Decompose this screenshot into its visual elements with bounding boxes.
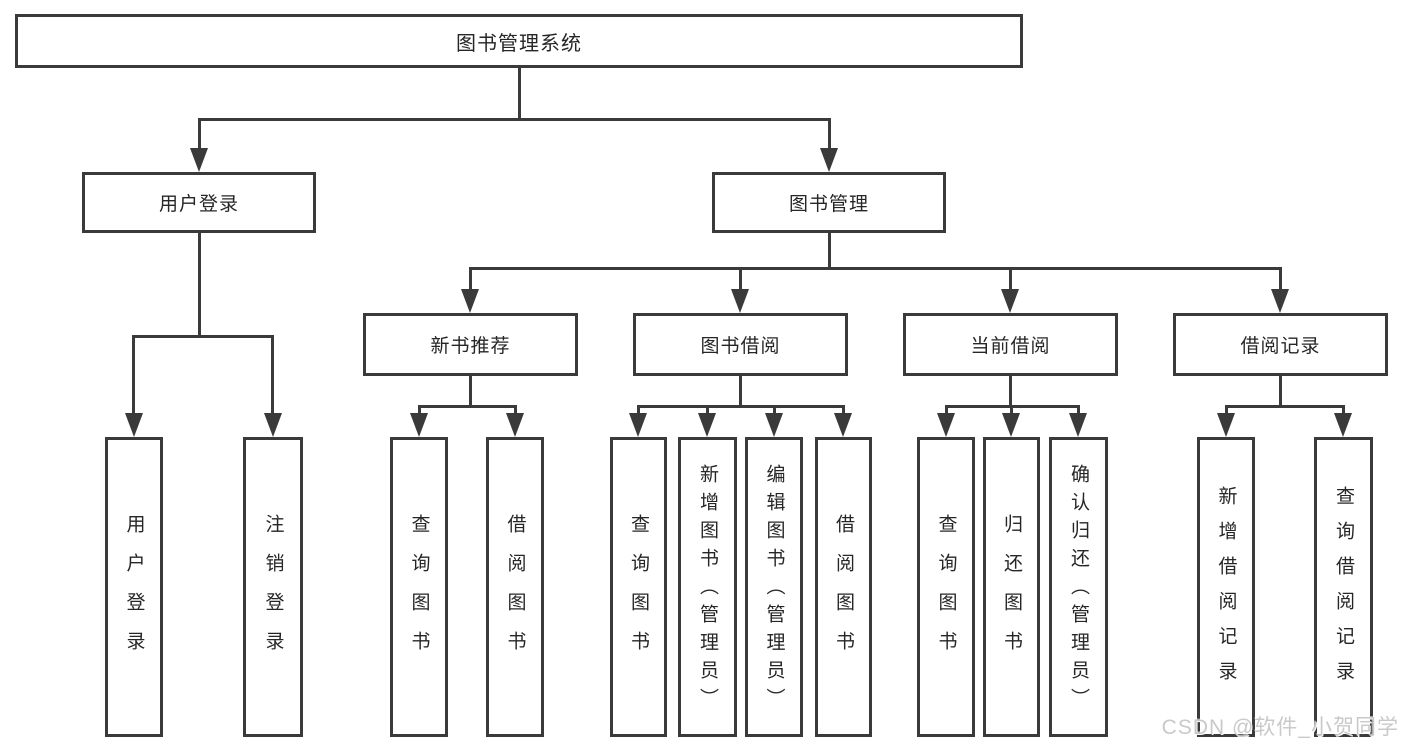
leaf-logout: 注销登录 — [243, 437, 303, 737]
node-library-management-system: 图书管理系统 — [15, 14, 1023, 68]
connector-line — [198, 118, 201, 154]
connector-line — [739, 376, 742, 408]
leaf-query-books-borrow: 查询图书 — [610, 437, 667, 737]
connector-line — [418, 405, 421, 419]
connector-line — [1279, 267, 1282, 293]
node-label: 图书管理系统 — [456, 32, 582, 55]
leaf-label: 新增图书（管理员） — [697, 463, 718, 716]
connector-line — [739, 267, 742, 293]
arrowhead-down-icon — [1334, 413, 1352, 437]
arrowhead-down-icon — [629, 413, 647, 437]
arrowhead-down-icon — [834, 413, 852, 437]
connector-line — [842, 405, 845, 419]
leaf-label: 查询借阅记录 — [1333, 486, 1354, 696]
connector-line — [828, 118, 831, 154]
connector-line — [1279, 376, 1282, 408]
arrowhead-down-icon — [731, 289, 749, 313]
arrowhead-down-icon — [1217, 413, 1235, 437]
arrowhead-down-icon — [506, 413, 524, 437]
leaf-label: 新增借阅记录 — [1215, 486, 1237, 696]
leaf-label: 借阅图书 — [504, 514, 526, 670]
leaf-add-borrow-record: 新增借阅记录 — [1197, 437, 1255, 737]
connector-line — [706, 405, 709, 419]
connector-line — [1225, 405, 1345, 408]
leaf-query-books-current: 查询图书 — [917, 437, 975, 737]
node-label: 借阅记录 — [1240, 336, 1321, 357]
arrowhead-down-icon — [125, 413, 143, 437]
arrowhead-down-icon — [698, 413, 716, 437]
node-label: 用户登录 — [158, 194, 239, 215]
connector-line — [469, 267, 1282, 270]
leaf-label: 编辑图书（管理员） — [763, 463, 785, 716]
node-user-login: 用户登录 — [82, 172, 316, 233]
connector-line — [1010, 405, 1013, 419]
arrowhead-down-icon — [1002, 413, 1020, 437]
connector-line — [271, 335, 274, 417]
connector-line — [1342, 405, 1345, 419]
node-borrow-records: 借阅记录 — [1173, 313, 1388, 376]
arrowhead-down-icon — [765, 413, 783, 437]
node-label: 图书管理 — [788, 194, 869, 215]
arrowhead-down-icon — [1271, 289, 1289, 313]
leaf-borrow-books-recommend: 借阅图书 — [486, 437, 544, 737]
connector-line — [1009, 376, 1012, 408]
leaf-label: 查询图书 — [935, 514, 957, 670]
leaf-label: 借阅图书 — [833, 514, 854, 670]
connector-line — [418, 405, 517, 408]
connector-line — [637, 405, 845, 408]
node-book-borrow: 图书借阅 — [633, 313, 848, 376]
connector-line — [132, 335, 135, 417]
connector-line — [1009, 267, 1012, 293]
leaf-label: 注销登录 — [262, 514, 284, 670]
connector-line — [945, 405, 948, 419]
leaf-return-book: 归还图书 — [983, 437, 1040, 737]
connector-line — [1225, 405, 1228, 419]
leaf-user-login: 用户登录 — [105, 437, 163, 737]
leaf-confirm-return-admin: 确认归还（管理员） — [1049, 437, 1108, 737]
node-label: 当前借阅 — [970, 336, 1051, 357]
leaf-add-book-admin: 新增图书（管理员） — [678, 437, 737, 737]
connector-line — [514, 405, 517, 419]
connector-line — [773, 405, 776, 419]
connector-line — [1077, 405, 1080, 419]
connector-line — [637, 405, 640, 419]
node-current-borrow: 当前借阅 — [903, 313, 1118, 376]
arrowhead-down-icon — [937, 413, 955, 437]
connector-line — [469, 267, 472, 293]
leaf-label: 查询图书 — [408, 514, 430, 670]
leaf-label: 归还图书 — [1001, 514, 1022, 670]
leaf-edit-book-admin: 编辑图书（管理员） — [745, 437, 803, 737]
leaf-label: 查询图书 — [628, 514, 649, 670]
connector-line — [198, 233, 201, 336]
leaf-query-books-recommend: 查询图书 — [390, 437, 448, 737]
node-label: 新书推荐 — [430, 336, 511, 357]
leaf-label: 确认归还（管理员） — [1068, 463, 1089, 716]
connector-line — [828, 233, 831, 269]
node-new-book-recommend: 新书推荐 — [363, 313, 578, 376]
connector-line — [518, 68, 521, 118]
leaf-query-borrow-record: 查询借阅记录 — [1314, 437, 1373, 737]
arrowhead-down-icon — [820, 148, 838, 172]
connector-line — [132, 335, 274, 338]
node-book-management: 图书管理 — [712, 172, 946, 233]
node-label: 图书借阅 — [700, 336, 781, 357]
connector-line — [198, 118, 831, 121]
leaf-borrow-books-borrow: 借阅图书 — [815, 437, 872, 737]
arrowhead-down-icon — [461, 289, 479, 313]
arrowhead-down-icon — [1001, 289, 1019, 313]
arrowhead-down-icon — [1069, 413, 1087, 437]
arrowhead-down-icon — [410, 413, 428, 437]
arrowhead-down-icon — [190, 148, 208, 172]
arrowhead-down-icon — [264, 413, 282, 437]
connector-line — [469, 376, 472, 408]
leaf-label: 用户登录 — [123, 514, 145, 670]
